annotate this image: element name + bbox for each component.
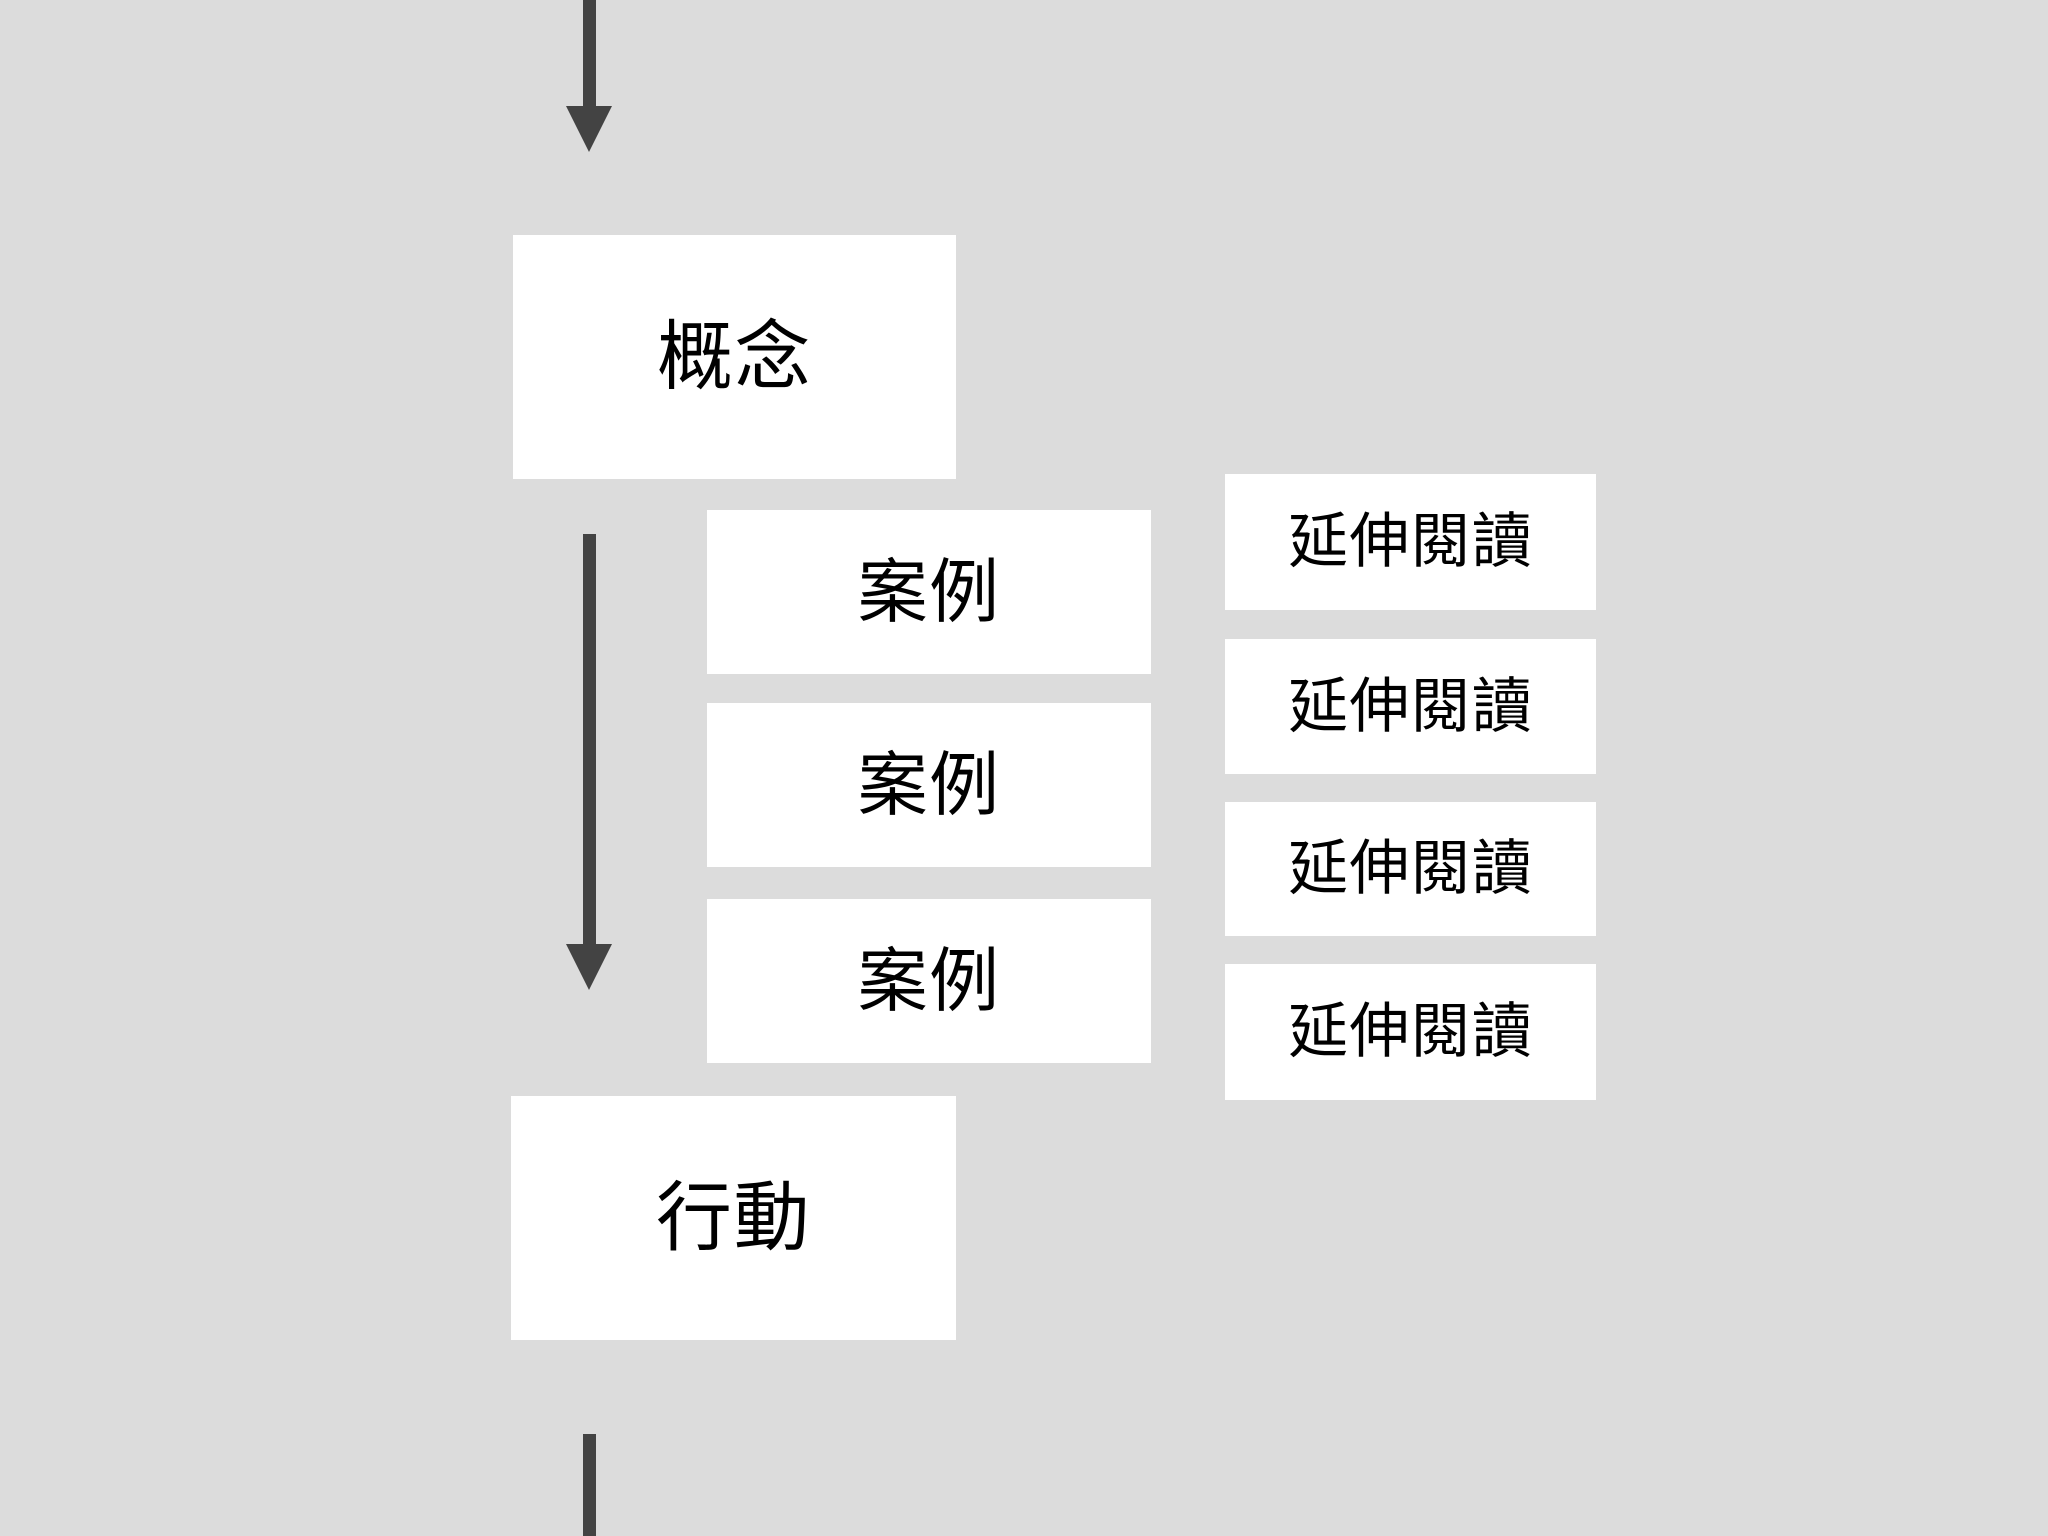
- node-case-1-label: 案例: [857, 551, 1001, 633]
- node-reading-4-label: 延伸閱讀: [1288, 997, 1533, 1067]
- node-reading-2-label: 延伸閱讀: [1288, 671, 1533, 742]
- node-case-1[interactable]: 案例: [707, 510, 1151, 674]
- node-reading-1[interactable]: 延伸閱讀: [1225, 474, 1596, 610]
- node-concept[interactable]: 概念: [513, 235, 956, 479]
- node-reading-1-label: 延伸閱讀: [1288, 507, 1533, 577]
- arrow-middle-stem: [583, 534, 596, 946]
- node-reading-3[interactable]: 延伸閱讀: [1225, 802, 1596, 936]
- arrow-top-head: [566, 106, 612, 152]
- node-case-2[interactable]: 案例: [707, 703, 1151, 867]
- node-concept-label: 概念: [656, 312, 813, 401]
- arrow-middle-head: [566, 944, 612, 990]
- node-case-3-label: 案例: [857, 940, 1001, 1022]
- node-reading-3-label: 延伸閱讀: [1288, 834, 1533, 904]
- arrow-top-stem: [583, 0, 596, 108]
- arrow-bottom-stem: [583, 1434, 596, 1536]
- node-action[interactable]: 行動: [511, 1096, 956, 1340]
- node-reading-2[interactable]: 延伸閱讀: [1225, 639, 1596, 774]
- node-case-3[interactable]: 案例: [707, 899, 1151, 1063]
- node-reading-4[interactable]: 延伸閱讀: [1225, 964, 1596, 1100]
- node-case-2-label: 案例: [857, 744, 1001, 826]
- node-action-label: 行動: [655, 1173, 812, 1262]
